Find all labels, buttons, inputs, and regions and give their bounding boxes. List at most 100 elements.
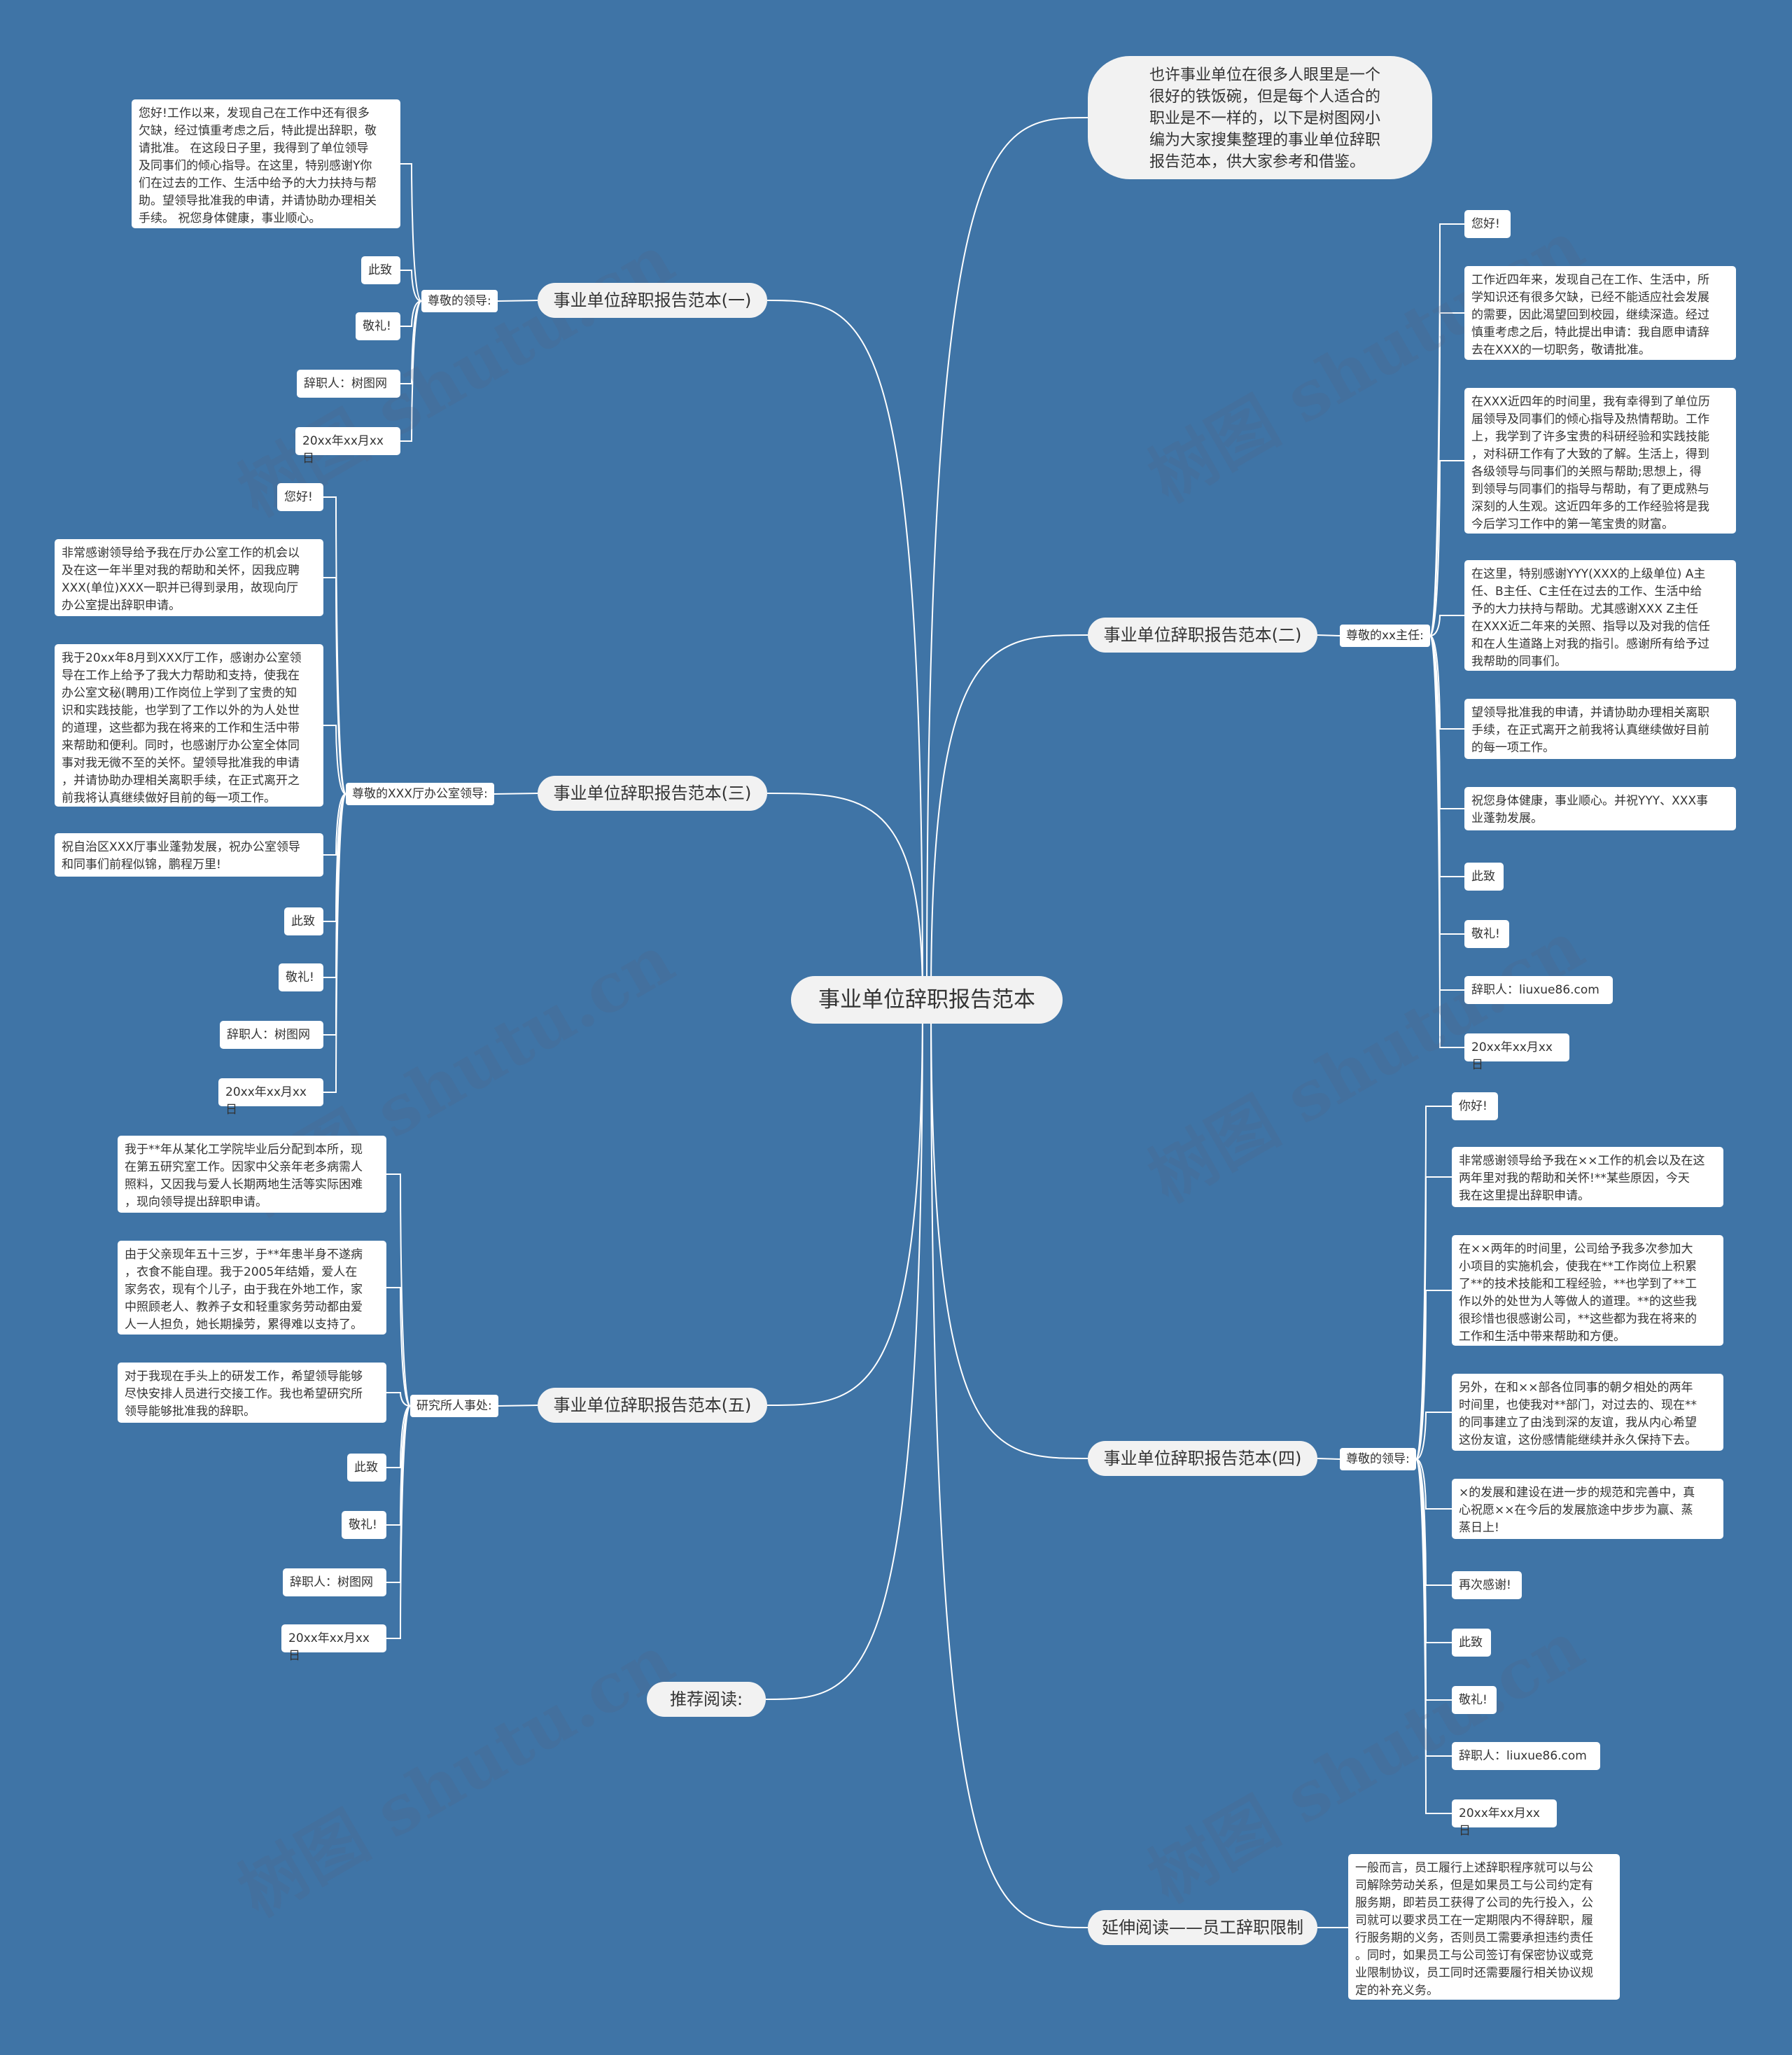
connector-line (1415, 1412, 1452, 1460)
date-node[interactable]: 20xx年xx月xx日 (281, 1624, 386, 1663)
connector-line (1415, 1290, 1452, 1460)
signature-node[interactable]: 辞职人：liuxue86.com (1464, 976, 1613, 1004)
signature-node[interactable]: 辞职人：liuxue86.com (1452, 1742, 1600, 1770)
closing-node[interactable]: 敬礼! (342, 1511, 386, 1539)
paragraph-node[interactable]: 祝您身体健康，事业顺心。并祝YYY、XXX事 业蓬勃发展。 (1464, 787, 1736, 830)
connector-line (400, 163, 422, 302)
paragraph-node[interactable]: 一般而言，员工履行上述辞职程序就可以与公 司解除劳动关系，但是如果员工与公司约定… (1348, 1854, 1620, 2000)
greeting-template-3[interactable]: 尊敬的XXX厅办公室领导: (346, 783, 494, 805)
connector-line (766, 300, 923, 1001)
branch-template-2[interactable]: 事业单位辞职报告范本(二) (1088, 618, 1317, 653)
connector-line (323, 725, 346, 795)
connector-line (323, 577, 346, 795)
greeting-node[interactable]: 您好! (1464, 210, 1511, 238)
connector-line (1429, 615, 1464, 636)
connector-line (386, 1287, 411, 1407)
connector-line (400, 300, 422, 442)
paragraph-node[interactable]: 工作近四年来，发现自己在工作、生活中，所 学知识还有很多欠缺，已经不能适应社会发… (1464, 266, 1736, 360)
greeting-template-1[interactable]: 尊敬的领导: (421, 290, 498, 312)
connector-line (1317, 1458, 1340, 1460)
greeting-template-5[interactable]: 研究所人事处: (410, 1395, 498, 1417)
paragraph-node[interactable]: 祝自治区XXX厅事业蓬勃发展，祝办公室领导 和同事们前程似锦，鹏程万里! (55, 833, 323, 877)
connector-line (1429, 635, 1464, 730)
connector-line (498, 1405, 538, 1407)
closing-node[interactable]: 此致 (347, 1454, 386, 1482)
greeting-node[interactable]: 您好! (277, 483, 323, 511)
branch-template-1[interactable]: 事业单位辞职报告范本(一) (538, 283, 767, 318)
paragraph-node[interactable]: 对于我现在手头上的研发工作，希望领导能够 尽快安排人员进行交接工作。我也希望研究… (118, 1363, 386, 1423)
paragraph-node[interactable]: 我于20xx年8月到XXX厅工作，感谢办公室领 导在工作上给予了我大力帮助和支持… (55, 644, 323, 807)
connector-line (386, 1173, 411, 1407)
connector-line (386, 1405, 411, 1526)
paragraph-node[interactable]: 非常感谢领导给予我在××工作的机会以及在这 两年里对我的帮助和关怀!**某些原因… (1452, 1147, 1723, 1207)
date-node[interactable]: 20xx年xx月xx日 (1452, 1799, 1557, 1838)
connector-line (323, 793, 346, 1093)
connector-line (386, 1392, 411, 1407)
signature-node[interactable]: 辞职人：树图网 (297, 370, 400, 398)
paragraph-node[interactable]: 在这里，特别感谢YYY(XXX的上级单位) A主 任、B主任、C主任在过去的工作… (1464, 560, 1736, 671)
connector-line (323, 793, 346, 922)
connector-line (765, 999, 923, 1700)
date-node[interactable]: 20xx年xx月xx日 (218, 1078, 323, 1117)
paragraph-node[interactable]: 由于父亲现年五十三岁，于**年患半身不遂病 ，衣食不能自理。我于2005年结婚，… (118, 1241, 386, 1335)
branch-template-5[interactable]: 事业单位辞职报告范本(五) (538, 1388, 767, 1423)
branch-template-3[interactable]: 事业单位辞职报告范本(三) (538, 776, 767, 811)
paragraph-node[interactable]: 另外，在和××部各位同事的朝夕相处的两年 时间里，也使我对**部门，对过去的、现… (1452, 1374, 1723, 1451)
connector-line (323, 496, 346, 795)
connector-line (497, 300, 538, 302)
branch-extended-reading[interactable]: 延伸阅读——员工辞职限制 (1088, 1910, 1317, 1945)
connector-line (323, 793, 346, 1036)
connector-line (930, 999, 1088, 1928)
connector-line (386, 1405, 411, 1639)
connector-line (323, 793, 346, 978)
connector-line (1429, 223, 1464, 636)
connector-line (386, 1405, 411, 1468)
connector-line (1415, 1176, 1452, 1460)
signature-node[interactable]: 辞职人：树图网 (220, 1021, 323, 1049)
closing-node[interactable]: 敬礼! (356, 312, 400, 340)
greeting-node[interactable]: 你好! (1452, 1092, 1498, 1120)
paragraph-node[interactable]: 您好!工作以来，发现自己在工作中还有很多 欠缺，经过慎重考虑之后，特此提出辞职，… (132, 99, 400, 228)
paragraph-node[interactable]: 非常感谢领导给予我在厅办公室工作的机会以 及在这一年半里对我的帮助和关怀，因我应… (55, 539, 323, 616)
closing-node[interactable]: 敬礼! (279, 963, 323, 991)
connector-line (1415, 1458, 1452, 1510)
connector-line (1415, 1458, 1452, 1814)
date-node[interactable]: 20xx年xx月xx日 (295, 427, 400, 466)
signature-node[interactable]: 辞职人：树图网 (283, 1568, 386, 1596)
closing-node[interactable]: 此致 (1452, 1629, 1491, 1657)
connector-line (930, 999, 1088, 1459)
closing-node[interactable]: 再次感谢! (1452, 1571, 1522, 1599)
greeting-template-4[interactable]: 尊敬的领导: (1340, 1448, 1416, 1470)
intro-note[interactable]: 也许事业单位在很多人眼里是一个 很好的铁饭碗，但是每个人适合的 职业是不一样的，… (1088, 56, 1432, 179)
connector-line (1429, 312, 1464, 636)
paragraph-node[interactable]: 我于**年从某化工学院毕业后分配到本所，现 在第五研究室工作。因家中父亲年老多病… (118, 1136, 386, 1213)
branch-template-4[interactable]: 事业单位辞职报告范本(四) (1088, 1441, 1317, 1476)
paragraph-node[interactable]: 在XXX近四年的时间里，我有幸得到了单位历 届领导及同事们的倾心指导及热情帮助。… (1464, 388, 1736, 534)
paragraph-node[interactable]: 望领导批准我的申请，并请协助办理相关离职 手续，在正式离开之前我将认真继续做好目… (1464, 699, 1736, 759)
connector-line (1415, 1106, 1452, 1460)
closing-node[interactable]: 此致 (284, 907, 323, 935)
connector-line (1317, 634, 1340, 636)
connector-line (766, 999, 923, 1406)
paragraph-node[interactable]: ×的发展和建设在进一步的规范和完善中，真 心祝愿××在今后的发展旅途中步步为赢、… (1452, 1479, 1723, 1539)
connector-line (766, 793, 923, 1001)
paragraph-node[interactable]: 在××两年的时间里，公司给予我多次参加大 小项目的实施机会，使我在**工作岗位上… (1452, 1235, 1723, 1346)
closing-node[interactable]: 此致 (361, 256, 400, 284)
connector-line (926, 117, 1088, 1001)
connector-line (400, 300, 422, 327)
root-topic[interactable]: 事业单位辞职报告范本 (791, 976, 1063, 1024)
connector-line (1429, 635, 1464, 1048)
closing-node[interactable]: 敬礼! (1464, 920, 1509, 948)
greeting-template-2[interactable]: 尊敬的xx主任: (1340, 625, 1430, 647)
closing-node[interactable]: 敬礼! (1452, 1686, 1497, 1714)
connector-line (400, 300, 422, 384)
connector-line (400, 270, 422, 302)
connector-line (493, 793, 538, 795)
connector-line (386, 1405, 411, 1583)
closing-node[interactable]: 此致 (1464, 863, 1504, 891)
connector-line (1429, 460, 1464, 636)
date-node[interactable]: 20xx年xx月xx日 (1464, 1033, 1569, 1072)
connector-line (930, 634, 1088, 1001)
branch-recommended-reading[interactable]: 推荐阅读: (647, 1682, 766, 1717)
